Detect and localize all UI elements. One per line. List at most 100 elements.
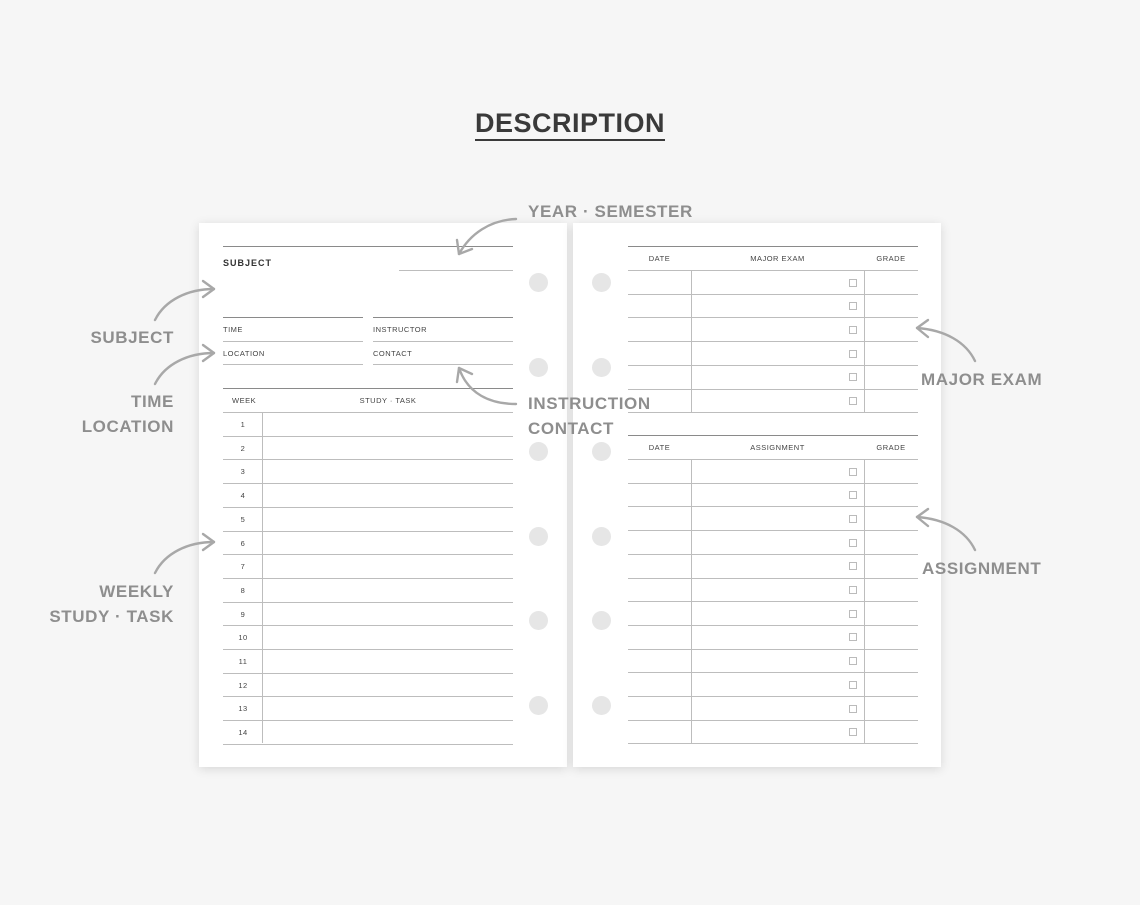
annotation-contact: CONTACT [528, 419, 615, 438]
checkbox-icon[interactable] [849, 538, 857, 547]
checkbox-icon[interactable] [849, 514, 857, 523]
assignment-table-top-rule [628, 435, 918, 436]
annotation-instruction: INSTRUCTION [528, 394, 651, 413]
table-row [628, 317, 918, 319]
assignment-grade-header: GRADE [876, 443, 906, 452]
week-column-divider [262, 412, 263, 743]
table-header-rule [628, 459, 918, 460]
table-row [223, 672, 513, 674]
annotation-assignment: ASSIGNMENT [922, 559, 1042, 578]
binder-hole [592, 442, 611, 461]
study-header-rule [223, 412, 513, 413]
exam-grade-divider [864, 270, 865, 412]
checkbox-icon[interactable] [849, 491, 857, 500]
checkbox-icon[interactable] [849, 586, 857, 594]
annotation-location: LOCATION [81, 417, 174, 436]
table-row [628, 719, 918, 721]
subject-label: SUBJECT [223, 258, 273, 268]
table-row [223, 649, 513, 650]
table-row [628, 341, 918, 343]
table-row [223, 743, 513, 745]
table-row [223, 720, 513, 722]
table-header-rule [628, 270, 918, 271]
instructor-top-rule [373, 317, 513, 318]
week-number: 7 [240, 562, 246, 572]
checkbox-icon[interactable] [849, 633, 857, 642]
time-top-rule [223, 317, 363, 318]
checkbox-icon[interactable] [849, 467, 857, 476]
table-row [628, 482, 918, 484]
assignment-grade-divider [864, 459, 865, 743]
week-number: 14 [238, 728, 248, 738]
table-row [628, 530, 918, 532]
week-number: 6 [240, 538, 246, 548]
table-row [628, 388, 918, 390]
contact-label: CONTACT [373, 349, 413, 358]
page-title: DESCRIPTION [0, 108, 1140, 141]
checkbox-icon[interactable] [849, 728, 857, 737]
study-task-header: STUDY · TASK [359, 396, 417, 405]
assignment-date-divider [691, 459, 692, 743]
annotation-weekly: WEEKLY [99, 582, 174, 601]
checkbox-icon[interactable] [849, 278, 857, 287]
table-row [628, 577, 918, 579]
binder-hole [592, 358, 611, 377]
binder-hole [592, 527, 611, 546]
annotation-subject: SUBJECT [90, 328, 174, 347]
right-planner-page: DATE MAJOR EXAM GRADE DATE ASSIGNMENT GR… [573, 223, 941, 767]
binder-hole [529, 696, 548, 715]
checkbox-icon[interactable] [849, 704, 857, 713]
binder-hole [529, 527, 548, 546]
checkbox-icon[interactable] [849, 397, 857, 405]
table-row [628, 648, 918, 650]
checkbox-icon[interactable] [849, 349, 857, 358]
week-number: 5 [240, 514, 246, 524]
checkbox-icon[interactable] [849, 302, 857, 311]
week-number: 2 [240, 443, 246, 453]
table-row [223, 625, 513, 627]
annotation-study-task: STUDY · TASK [49, 607, 174, 626]
checkbox-icon[interactable] [849, 657, 857, 666]
table-row [223, 577, 513, 579]
year-semester-line [399, 270, 513, 271]
exam-date-header: DATE [648, 254, 671, 263]
binder-hole [529, 611, 548, 630]
table-row [223, 601, 513, 603]
table-row [223, 506, 513, 508]
table-row [223, 483, 513, 485]
assignment-date-header: DATE [648, 443, 671, 452]
table-row [223, 554, 513, 556]
checkbox-icon[interactable] [849, 562, 857, 571]
week-number: 9 [240, 609, 246, 619]
week-number: 4 [240, 491, 246, 501]
exam-table-top-rule [628, 246, 918, 247]
time-label: TIME [223, 325, 243, 334]
assignment-header: ASSIGNMENT [750, 443, 805, 452]
table-row [628, 601, 918, 603]
time-line [223, 341, 363, 342]
location-label: LOCATION [223, 349, 265, 358]
table-row [628, 506, 918, 508]
table-row [223, 435, 513, 437]
table-row [628, 364, 918, 366]
checkbox-icon[interactable] [849, 609, 857, 618]
checkbox-icon[interactable] [849, 325, 857, 334]
checkbox-icon[interactable] [849, 680, 857, 689]
major-exam-header: MAJOR EXAM [750, 254, 805, 263]
week-number: 10 [238, 633, 248, 643]
location-line [223, 364, 363, 365]
annotation-year-semester: YEAR · SEMESTER [528, 202, 693, 221]
checkbox-icon[interactable] [849, 373, 857, 382]
annotation-major-exam: MAJOR EXAM [921, 370, 1043, 389]
contact-line [373, 364, 513, 365]
week-number: 1 [240, 420, 246, 429]
instructor-line [373, 341, 513, 342]
week-number: 11 [238, 657, 248, 666]
binder-hole [592, 696, 611, 715]
week-header: WEEK [232, 396, 257, 405]
week-number: 13 [238, 704, 248, 714]
week-number: 12 [238, 680, 248, 690]
exam-grade-header: GRADE [876, 254, 906, 263]
subject-top-rule [223, 246, 513, 247]
table-row [223, 459, 513, 461]
